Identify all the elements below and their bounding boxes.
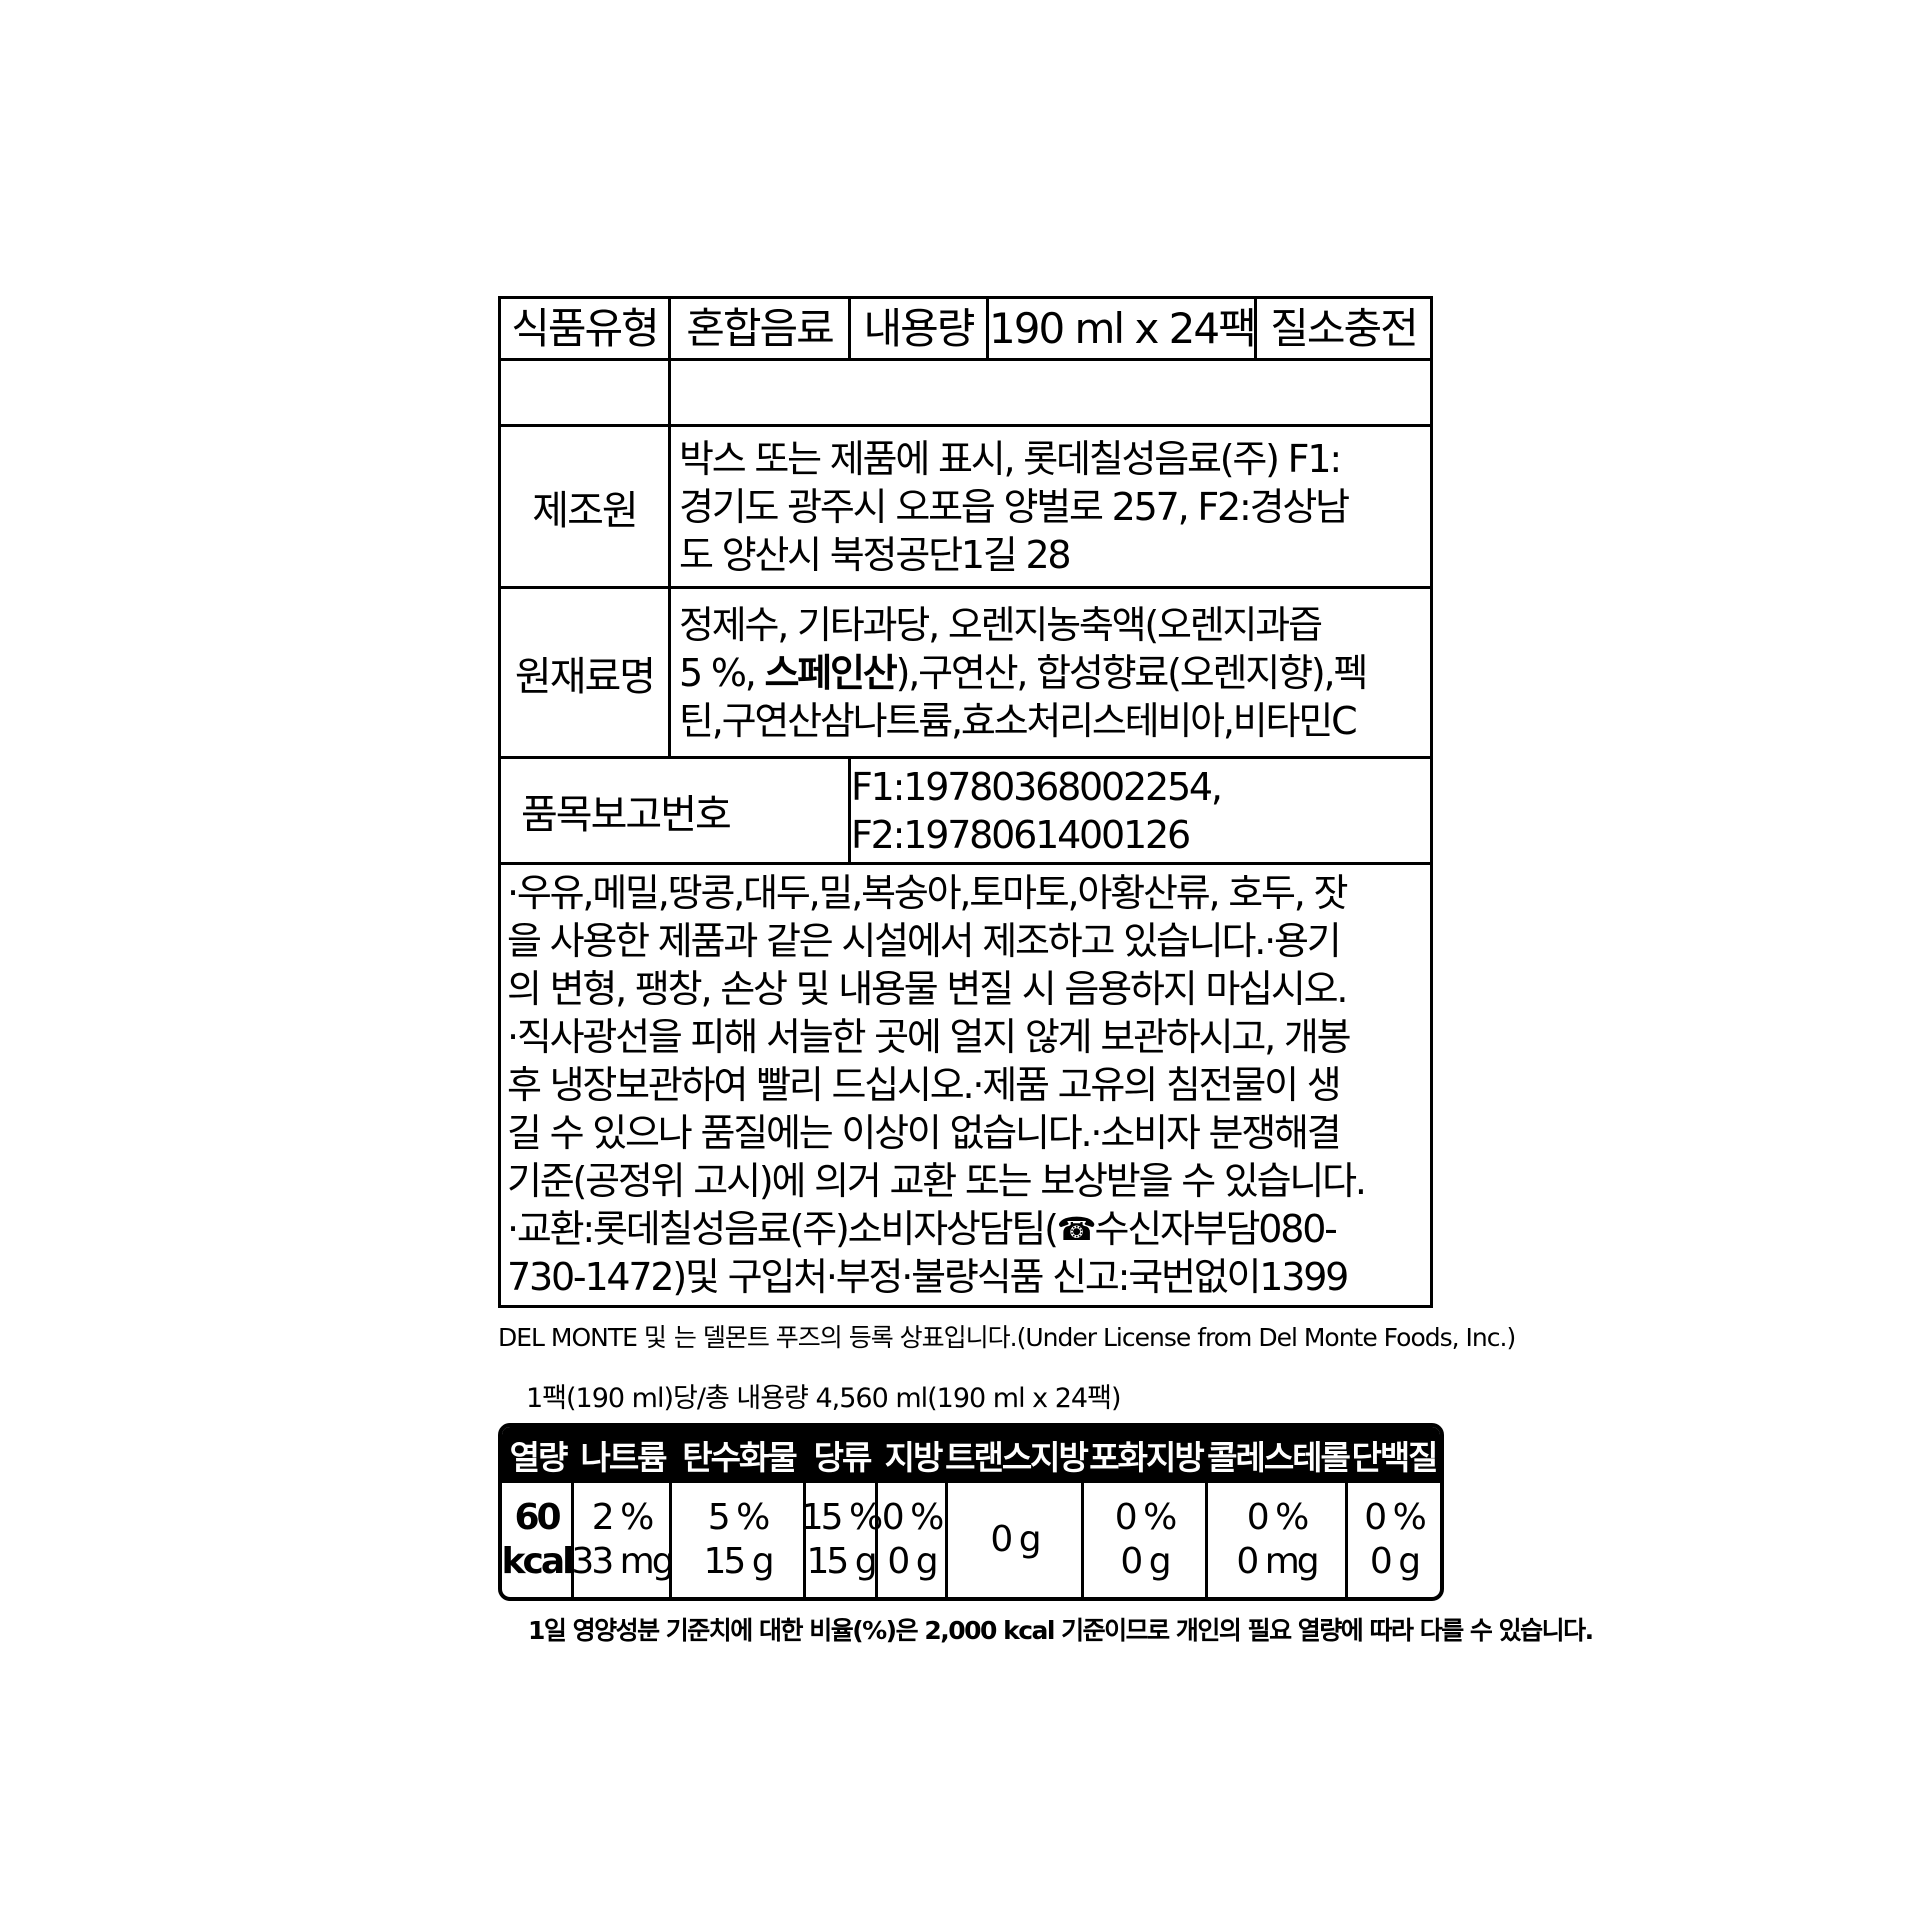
packing-cell: 질소충전 [1254,296,1433,361]
cholesterol-pct: 0 % [1246,1497,1310,1538]
food-type-label: 식품유형 [511,303,660,353]
fat-cell: 0 % 0 g [878,1483,948,1597]
protein-pct: 0 % [1364,1497,1427,1538]
nutrition-header: 열량 [509,1438,569,1477]
notice-row: ·우유,메밀,땅콩,대두,밀,복숭아,토마토,아황산류, 호두, 잣 을 사용한… [498,862,1433,1308]
daily-value-footnote: 1일 영양성분 기준치에 대한 비율(%)은 2,000 kcal 기준이므로 … [528,1616,1594,1645]
nutrition-header: 트랜스지방 [945,1438,1089,1477]
protein-cell: 0 % 0 g [1348,1483,1440,1597]
manufacturer-value-cell: 박스 또는 제품에 표시, 롯데칠성음료(주) F1: 경기도 광주시 오포읍 … [668,424,1433,589]
notice-line: ·직사광선을 피해 서늘한 곳에 얼지 않게 보관하시고, 개봉 [507,1015,1352,1059]
exchange-line: 730-1472)및 구입처·부정·불량식품 신고:국번없이1399 [507,1255,1349,1299]
serving-size: 1팩(190 ml)당/총 내용량 4,560 ml(190 ml x 24팩) [526,1383,1121,1414]
manufacturer-line: 경기도 광주시 오포읍 양벌로 257, F2:경상남 [679,484,1350,529]
sat-fat-amount: 0 g [1120,1541,1171,1582]
notice-line: 후 냉장보관하여 빨리 드십시오.·제품 고유의 침전물이 생 [507,1063,1342,1107]
ingredients-line: 틴,구연산삼나트륨,효소처리스테비아,비타민C [679,698,1358,743]
sugars-pct: 15 % [800,1497,883,1538]
ingredients-line: 정제수, 기타과당, 오렌지농축액(오렌지과즙 [679,602,1323,647]
exchange-text: 수신자부담080- [1094,1207,1337,1251]
nutrition-header: 탄수화물 [682,1438,797,1477]
sugars-amount: 15 g [806,1541,877,1582]
trans-fat-cell: 0 g [948,1483,1084,1597]
volume-label-cell: 내용량 [848,296,989,361]
nutrition-header-row: 열량 나트륨 탄수화물 당류 지방 트랜스지방 포화지방 콜레스테롤 단백질 [502,1427,1440,1483]
energy-unit: kcal [501,1541,574,1582]
food-type-value: 혼합음료 [686,303,835,353]
manufacturer-row: 제조원 박스 또는 제품에 표시, 롯데칠성음료(주) F1: 경기도 광주시 … [498,424,1433,589]
cholesterol-amount: 0 mg [1236,1541,1319,1582]
packing-value: 질소충전 [1270,303,1419,353]
volume-value-cell: 190 ml x 24팩 [986,296,1257,361]
food-type-row: 식품유형 혼합음료 내용량 190 ml x 24팩 질소충전 [498,296,1433,361]
notice-line: 을 사용한 제품과 같은 시설에서 제조하고 있습니다.·용기 [507,919,1342,963]
exchange-text: ·교환:롯데칠성음료(주)소비자상담팀( [507,1207,1059,1251]
report-number-line: F2:1978061400126 [851,812,1191,857]
energy-value: 60 [514,1497,561,1538]
ingredients-label-cell: 원재료명 [498,586,671,759]
notice-line: 기준(공정위 고시)에 의거 교환 또는 보상받을 수 있습니다. [507,1159,1367,1203]
ingredients-rest: ),구연산, 합성향료(오렌지향),펙 [895,650,1369,695]
sat-fat-cell: 0 % 0 g [1084,1483,1208,1597]
trans-fat-amount: 0 g [990,1519,1041,1560]
trademark-notice: DEL MONTE 및 는 델몬트 푸즈의 등록 상표입니다.(Under Li… [498,1318,1516,1354]
notice-line: 의 변형, 팽창, 손상 및 내용물 변질 시 음용하지 마십시오. [507,967,1348,1011]
fat-amount: 0 g [887,1541,938,1582]
report-number-label: 품목보고번호 [521,791,732,838]
ingredients-value-cell: 정제수, 기타과당, 오렌지농축액(오렌지과즙 5 %, 스페인산),구연산, … [668,586,1433,759]
product-info-table: 식품유형 혼합음료 내용량 190 ml x 24팩 질소충전 제조원 박스 또… [498,296,1433,1308]
ingredients-origin: 스페인산 [764,650,898,695]
manufacturer-line: 박스 또는 제품에 표시, 롯데칠성음료(주) F1: [679,436,1342,481]
trademark-text: DEL MONTE 및 [498,1323,667,1352]
notice-line: 길 수 있으나 품질에는 이상이 없습니다.·소비자 분쟁해결 [507,1111,1342,1155]
protein-amount: 0 g [1369,1541,1421,1582]
sodium-amount: 33 mg [571,1541,674,1582]
manufacturer-label-cell: 제조원 [498,424,671,589]
sugars-cell: 15 % 15 g [801,1483,883,1597]
ingredients-label: 원재료명 [514,653,656,700]
ingredients-row: 원재료명 정제수, 기타과당, 오렌지농축액(오렌지과즙 5 %, 스페인산),… [498,586,1433,759]
carbs-amount: 15 g [703,1541,774,1582]
telephone-icon: ☎ [1056,1210,1097,1248]
blank-label-cell [498,358,671,427]
nutrition-header: 단백질 [1351,1438,1438,1477]
manufacturer-label: 제조원 [532,487,638,534]
nutrition-header: 포화지방 [1089,1438,1204,1477]
nutrition-table: 열량 나트륨 탄수화물 당류 지방 트랜스지방 포화지방 콜레스테롤 단백질 6… [498,1423,1444,1601]
food-type-label-cell: 식품유형 [498,296,671,361]
nutrition-header: 나트륨 [580,1438,667,1477]
carbs-cell: 5 % 15 g [672,1483,806,1597]
food-type-value-cell: 혼합음료 [668,296,851,361]
blank-row [498,358,1433,427]
cholesterol-cell: 0 % 0 mg [1208,1483,1348,1597]
trademark-text: 는 델몬트 푸즈의 등록 상표입니다.(Under License from D… [673,1323,1516,1352]
ingredients-pct: 5 %, [679,650,765,695]
sodium-pct: 2 % [591,1497,655,1538]
energy-cell: 60 kcal [502,1483,574,1597]
carbs-pct: 5 % [707,1497,771,1538]
sat-fat-pct: 0 % [1114,1497,1178,1538]
fat-pct: 0 % [881,1497,945,1538]
ingredients-line: 5 %, 스페인산),구연산, 합성향료(오렌지향),펙 [679,649,1422,697]
volume-value: 190 ml x 24팩 [989,303,1257,353]
nutrition-header: 콜레스테롤 [1207,1438,1351,1477]
report-number-label-cell: 품목보고번호 [498,756,851,865]
exchange-line: ·교환:롯데칠성음료(주)소비자상담팀(☎수신자부담080- [507,1205,1424,1253]
report-number-value-cell: F1:19780368002254, F2:1978061400126 [848,756,1433,865]
blank-value-cell [668,358,1433,427]
report-number-line: F1:19780368002254, [851,764,1223,809]
product-label: 식품유형 혼합음료 내용량 190 ml x 24팩 질소충전 제조원 박스 또… [498,296,1594,1647]
notice-line: ·우유,메밀,땅콩,대두,밀,복숭아,토마토,아황산류, 호두, 잣 [507,871,1348,915]
manufacturer-line: 도 양산시 북정공단1길 28 [679,532,1072,577]
report-number-row: 품목보고번호 F1:19780368002254, F2:19780614001… [498,756,1433,865]
nutrition-header: 지방 [884,1438,944,1477]
nutrition-value-row: 60 kcal 2 % 33 mg 5 % 15 g 15 % 15 g 0 %… [502,1483,1440,1597]
notice-cell: ·우유,메밀,땅콩,대두,밀,복숭아,토마토,아황산류, 호두, 잣 을 사용한… [498,862,1433,1308]
sodium-cell: 2 % 33 mg [571,1483,675,1597]
volume-label: 내용량 [863,303,976,353]
nutrition-header: 당류 [813,1438,873,1477]
